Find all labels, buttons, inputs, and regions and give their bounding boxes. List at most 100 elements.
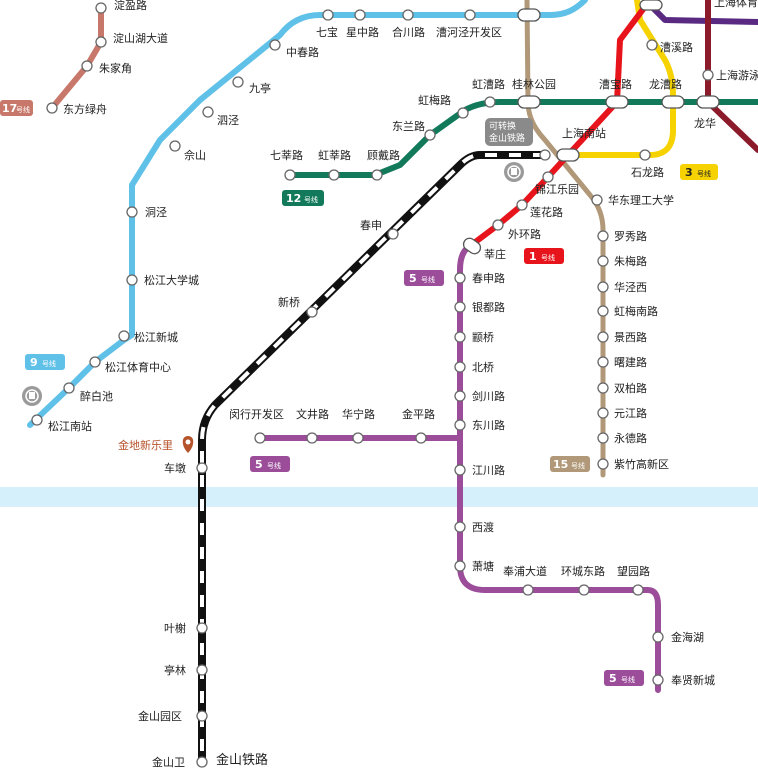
badge-line5-a[interactable]: 5 号线 (404, 270, 444, 286)
station-label: 东川路 (472, 419, 505, 432)
station-label: 九亭 (249, 81, 271, 95)
badge-line3-num: 3 (685, 166, 693, 179)
train-station-icon (504, 162, 524, 182)
line-12-track (287, 99, 758, 178)
station-label: 星中路 (346, 26, 379, 39)
station-label: 松江南站 (48, 419, 92, 433)
station-label: 金山园区 (138, 709, 182, 723)
badge-line5-b[interactable]: 5 号线 (250, 456, 290, 472)
line-5-track (457, 242, 661, 693)
station-label: 上海游泳馆 (716, 68, 758, 82)
badge-line1-num: 1 (529, 250, 537, 263)
badge-line5-a-num: 5 (409, 272, 417, 285)
station-label: 望园路 (617, 565, 650, 578)
line-15-track (524, 0, 606, 478)
station-label: 金山卫 (152, 755, 185, 769)
station-labels: 淀盈路 淀山湖大道 朱家角 东方绿舟 七宝 星中路 合川路 漕河泾开发区 中春路… (48, 0, 758, 769)
railway-name: 金山铁路 (216, 752, 268, 768)
station-label: 曙建路 (614, 355, 647, 369)
station-label: 莘庄 (484, 247, 506, 261)
station-label: 漕溪路 (660, 40, 693, 54)
station-label: 叶榭 (164, 621, 186, 635)
station-label: 华东理工大学 (608, 193, 674, 207)
badge-line15-suffix: 号线 (571, 461, 585, 470)
badge-line9-num: 9 (30, 356, 38, 369)
badge-line5-b-num: 5 (255, 458, 263, 471)
station-label: 亭林 (164, 663, 186, 677)
station-label: 金海湖 (671, 630, 704, 644)
badge-line1-suffix: 号线 (541, 253, 555, 262)
station-label: 江川路 (472, 464, 505, 477)
station-label: 莲花路 (530, 206, 563, 219)
badge-line15-num: 15 (553, 458, 568, 471)
station-markers (31, 2, 714, 768)
badge-line12[interactable]: 12 号线 (282, 190, 324, 206)
badge-line9[interactable]: 9 号线 (25, 354, 65, 370)
badge-line17-suffix: 号线 (16, 105, 30, 114)
station-label: 罗秀路 (614, 230, 647, 243)
line-17-track (49, 5, 104, 111)
station-label: 朱家角 (99, 61, 132, 75)
station-label: 石龙路 (631, 166, 664, 179)
badge-line5-c[interactable]: 5 号线 (604, 670, 644, 686)
station-label: 外环路 (508, 228, 541, 241)
badge-line5-b-suffix: 号线 (267, 461, 281, 470)
transfer-nodes (462, 0, 720, 255)
train-station-icon (22, 386, 42, 406)
station-label: 金平路 (402, 407, 435, 421)
station-label: 剑川路 (472, 389, 505, 403)
station-label: 锦江乐园 (535, 182, 579, 196)
badge-line15[interactable]: 15 号线 (550, 456, 590, 472)
station-label: 七宝 (316, 25, 338, 39)
station-label: 春申 (360, 219, 382, 232)
station-label: 上海体育馆 (714, 0, 758, 9)
station-label: 洞泾 (145, 206, 167, 219)
station-label: 淀盈路 (114, 0, 147, 12)
station-label: 龙华 (694, 116, 716, 130)
station-label: 东方绿舟 (63, 102, 107, 116)
station-label: 泗泾 (217, 114, 239, 127)
station-label: 新桥 (278, 295, 300, 309)
station-label: 醉白池 (80, 389, 113, 403)
badge-line3[interactable]: 3 号线 (680, 164, 718, 180)
river-band (0, 487, 758, 507)
station-label: 紫竹高新区 (614, 457, 669, 471)
station-label: 龙漕路 (649, 77, 682, 91)
station-label: 松江体育中心 (105, 360, 171, 374)
badge-line12-suffix: 号线 (304, 195, 318, 204)
station-label: 奉贤新城 (671, 673, 715, 687)
station-label: 环城东路 (561, 565, 605, 578)
station-label: 漕河泾开发区 (436, 25, 502, 39)
station-label: 桂林公园 (512, 77, 556, 91)
jinshan-railway-track (198, 151, 545, 765)
station-label: 佘山 (184, 148, 206, 162)
badge-line3-suffix: 号线 (697, 169, 711, 178)
station-label: 颛桥 (472, 330, 494, 344)
station-label: 景西路 (614, 331, 647, 344)
map-pin-icon[interactable] (182, 436, 194, 453)
badge-line1[interactable]: 1 号线 (524, 248, 564, 264)
badge-line17[interactable]: 17 号线 (0, 100, 33, 116)
station-label: 华宁路 (342, 407, 375, 421)
badge-line9-suffix: 号线 (42, 359, 56, 368)
station-label: 春申路 (472, 272, 505, 285)
station-label: 淀山湖大道 (113, 31, 168, 45)
station-label: 松江新城 (134, 330, 178, 344)
station-label: 朱梅路 (614, 254, 647, 268)
station-label: 银都路 (472, 300, 505, 314)
station-label: 萧塘 (472, 559, 494, 573)
poi-label: 金地新乐里 (118, 438, 173, 452)
station-label: 西渡 (472, 520, 494, 534)
station-label: 漕宝路 (599, 77, 632, 91)
station-label: 闵行开发区 (229, 407, 284, 421)
station-label: 中春路 (286, 46, 319, 59)
station-label: 松江大学城 (144, 273, 199, 287)
station-label: 东兰路 (392, 120, 425, 133)
line-3-track (567, 0, 676, 158)
transfer-callout: 可转换 金山铁路 (485, 118, 533, 146)
station-label: 虹梅路 (418, 93, 451, 107)
callout-line1: 可转换 (489, 120, 516, 132)
station-label: 顾戴路 (367, 148, 400, 162)
badge-line5-c-suffix: 号线 (621, 675, 635, 684)
